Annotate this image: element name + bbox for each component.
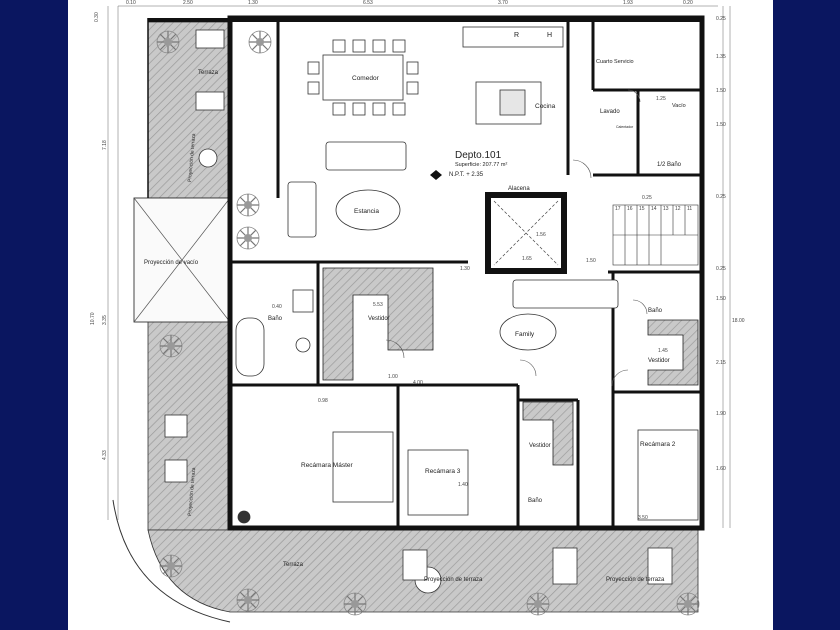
top-dimension-label: 3.70 bbox=[498, 0, 508, 6]
room-label-cocina: Cocina bbox=[535, 103, 556, 110]
right-dimension-label: 1.35 bbox=[716, 54, 726, 60]
room-label-cuarto-servicio: Cuarto Servicio bbox=[596, 59, 634, 65]
left-dimensions: 0.30 7.18 10.70 3.35 4.33 bbox=[90, 12, 108, 460]
stair-step-number: 13 bbox=[663, 206, 669, 212]
room-label-bano-2: Baño bbox=[648, 308, 663, 314]
room-label-recamara-master: Recámara Máster bbox=[301, 462, 353, 469]
room-label-comedor: Comedor bbox=[352, 75, 380, 82]
floor-plan-drawing: Terraza Proyección de terraza Comedor Co… bbox=[90, 0, 745, 623]
interior-dimension-label: 0.25 bbox=[642, 195, 652, 201]
interior-dimension-label: 1.30 bbox=[460, 266, 470, 272]
room-label-recamara-3: Recámara 3 bbox=[425, 468, 461, 475]
right-dimension-label: 2.15 bbox=[716, 360, 726, 366]
right-dimension-label: 1.60 bbox=[716, 466, 726, 472]
top-dimension-label: 2.50 bbox=[183, 0, 193, 6]
unit-surface: Superficie: 207.77 m² bbox=[455, 162, 507, 168]
right-dimensions: 0.25 1.35 1.50 1.50 0.25 0.25 1.50 2.15 1.90 1.60… bbox=[716, 16, 745, 472]
room-label-medio-bano: 1/2 Baño bbox=[657, 162, 682, 168]
room-label-proyeccion-terraza-bottom-2: Proyección de terraza bbox=[606, 577, 665, 583]
furniture bbox=[164, 26, 699, 594]
right-dimension-label: 0.25 bbox=[716, 266, 726, 272]
oven-label: H bbox=[547, 32, 552, 39]
top-dimensions: 0.10 2.50 1.30 6.53 3.70 1.93 0.20 bbox=[126, 0, 693, 6]
fridge-label: R bbox=[514, 32, 519, 39]
interior-dimension-label: 5.53 bbox=[373, 302, 383, 308]
top-dimension-label: 0.20 bbox=[683, 0, 693, 6]
right-dimension-label: 1.50 bbox=[716, 296, 726, 302]
dimension-lines bbox=[107, 5, 731, 528]
room-label-terraza-bottom: Terraza bbox=[283, 562, 304, 568]
right-dimension-label: 0.25 bbox=[716, 194, 726, 200]
stair-step-number: 12 bbox=[675, 206, 681, 212]
room-label-lavado: Lavado bbox=[600, 109, 620, 115]
calentador-label: Calentador bbox=[616, 125, 634, 129]
room-label-proyeccion-vacio: Proyección de vacío bbox=[144, 260, 199, 266]
interior-dimension-label: 1.00 bbox=[388, 374, 398, 380]
interior-dimension-label: 1.56 bbox=[536, 232, 546, 238]
room-label-recamara-2: Recámara 2 bbox=[640, 441, 676, 448]
right-dimension-label: 1.90 bbox=[716, 411, 726, 417]
stair-step-number: 16 bbox=[627, 206, 633, 212]
left-dimension-label: 4.33 bbox=[102, 450, 108, 460]
floor-plan-sheet: Terraza Proyección de terraza Comedor Co… bbox=[68, 0, 773, 630]
interior-dimension-label: 1.40 bbox=[458, 482, 468, 488]
top-dimension-label: 1.93 bbox=[623, 0, 633, 6]
room-label-alacena: Alacena bbox=[508, 186, 530, 192]
stair-step-number: 11 bbox=[687, 206, 692, 212]
fixture-labels: R H Calentador bbox=[514, 32, 634, 129]
room-label-proyeccion-terraza-left: Proyección de terraza bbox=[187, 133, 197, 182]
left-dimension-label: 10.70 bbox=[90, 312, 96, 325]
room-label-vacio: Vacío bbox=[672, 103, 686, 109]
stair-step-number: 17 bbox=[615, 206, 621, 212]
right-dimension-label: 18.00 bbox=[732, 318, 745, 324]
room-label-family: Family bbox=[515, 331, 535, 338]
stair bbox=[612, 204, 699, 266]
right-dimension-label: 1.50 bbox=[716, 122, 726, 128]
room-label-estancia: Estancia bbox=[354, 208, 379, 215]
left-dimension-label: 3.35 bbox=[102, 315, 108, 325]
right-dimension-label: 1.50 bbox=[716, 88, 726, 94]
room-label-proyeccion-terraza-bottom-1: Proyección de terraza bbox=[424, 577, 483, 583]
room-label-vestidor-master: Vestidor bbox=[368, 316, 390, 322]
void-projection bbox=[133, 197, 231, 323]
interior-dimension-label: 0.40 bbox=[272, 304, 282, 310]
room-label-terraza-top: Terraza bbox=[198, 70, 219, 76]
top-dimension-label: 1.30 bbox=[248, 0, 258, 6]
room-label-proyeccion-terraza-left-2: Proyección de terraza bbox=[187, 467, 197, 516]
interior-dimension-label: 1.50 bbox=[586, 258, 596, 264]
door-swings bbox=[385, 89, 648, 387]
interior-dimension-label: 1.25 bbox=[656, 96, 666, 102]
interior-dimension-label: 1.65 bbox=[522, 256, 532, 262]
left-dimension-label: 0.30 bbox=[94, 12, 100, 22]
unit-name: Depto.101 bbox=[455, 150, 502, 161]
closets bbox=[322, 267, 699, 466]
room-label-bano-3: Baño bbox=[528, 498, 543, 504]
room-label-vestidor-3: Vestidor bbox=[529, 443, 551, 449]
top-dimension-label: 0.10 bbox=[126, 0, 136, 6]
unit-level: N.P.T. + 2.35 bbox=[449, 172, 484, 178]
stair-step-number: 15 bbox=[639, 206, 645, 212]
room-label-vestidor-2: Vestidor bbox=[648, 358, 670, 364]
interior-dimension-label: 1.45 bbox=[658, 348, 668, 354]
right-dimension-label: 0.25 bbox=[716, 16, 726, 22]
left-dimension-label: 7.18 bbox=[102, 140, 108, 150]
interior-dimension-label: 3.50 bbox=[638, 515, 648, 521]
interior-dimension-label: 0.98 bbox=[318, 398, 328, 404]
stair-step-numbers: 17 16 15 14 13 12 11 bbox=[615, 206, 692, 212]
unit-info: Depto.101 Superficie: 207.77 m² N.P.T. +… bbox=[430, 150, 507, 180]
room-label-bano-master: Baño bbox=[268, 316, 283, 322]
room-labels: Terraza Proyección de terraza Comedor Co… bbox=[144, 59, 686, 583]
interior-dimensions: 1.25 1.56 1.65 1.30 1.50 0.40 5.53 1.00 4.00 0.98… bbox=[272, 96, 668, 521]
interior-walls bbox=[230, 22, 702, 528]
elevator-core bbox=[485, 192, 567, 274]
interior-dimension-label: 4.00 bbox=[413, 380, 423, 386]
top-dimension-label: 6.53 bbox=[363, 0, 373, 6]
stair-step-number: 14 bbox=[651, 206, 657, 212]
